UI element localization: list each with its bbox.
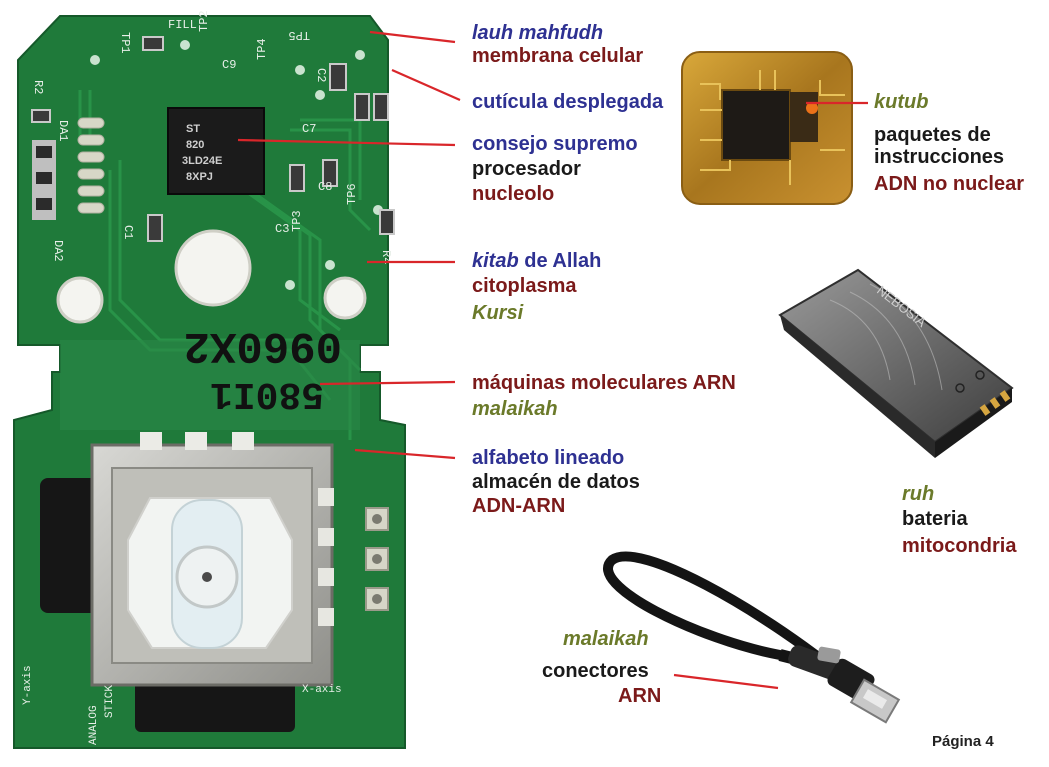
label-mitocondria: mitocondria xyxy=(902,535,1017,557)
chip-marking-2: 820 xyxy=(186,139,204,151)
pcb-image xyxy=(13,15,406,749)
silk-c3: C3 xyxy=(275,222,289,236)
label-malaikah-1: malaikah xyxy=(472,398,558,420)
silk-c1: C1 xyxy=(121,225,135,239)
silk-da1: DA1 xyxy=(56,120,70,142)
silk-tp3: TP3 xyxy=(290,210,304,232)
silk-c2: C2 xyxy=(314,68,328,82)
silk-tp4: TP4 xyxy=(255,38,269,60)
label-nucleolo: nucleolo xyxy=(472,183,555,205)
label-kutub: kutub xyxy=(874,91,929,113)
silk-stick: STICK xyxy=(104,685,116,718)
stamp-line-2: 580I1 xyxy=(210,372,324,415)
silk-tp2: TP2 xyxy=(197,10,211,32)
silk-tp6: TP6 xyxy=(345,183,359,205)
label-malaikah-2: malaikah xyxy=(563,628,649,650)
label-almacen-de-datos: almacén de datos xyxy=(472,471,640,493)
chip-marking-3: 3LD24E xyxy=(182,155,222,167)
silk-fill: FILL xyxy=(168,18,197,32)
leader-lines xyxy=(237,30,868,690)
page-number: Página 4 xyxy=(932,733,994,750)
silk-yaxis: Y-axis xyxy=(22,665,34,705)
label-conectores: conectores xyxy=(542,660,649,682)
label-alfabeto-lineado: alfabeto lineado xyxy=(472,447,625,469)
chip-image xyxy=(681,51,853,205)
silk-r4: R4 xyxy=(379,250,393,264)
label-ruh: ruh xyxy=(902,483,935,505)
silk-analog: ANALOG xyxy=(88,705,100,745)
stamp-line-1: 0960X2 xyxy=(184,320,342,370)
label-kitab-de-allah: kitab de Allah xyxy=(472,250,601,273)
label-procesador: procesador xyxy=(472,158,581,180)
label-arn: ARN xyxy=(618,685,662,707)
silk-tp5: TP5 xyxy=(288,28,310,42)
label-adn-arn: ADN-ARN xyxy=(472,495,566,517)
silk-xaxis: X-axis xyxy=(302,684,342,696)
label-adn-no-nuclear: ADN no nuclear xyxy=(874,173,1025,195)
label-lauh-mahfudh: lauh mahfudh xyxy=(472,22,604,44)
silk-c8: C8 xyxy=(318,180,332,194)
label-kursi: Kursi xyxy=(472,302,524,324)
chip-marking-4: 8XPJ xyxy=(186,171,213,183)
label-kitab: kitab xyxy=(472,250,519,272)
silk-da2: DA2 xyxy=(51,240,65,262)
label-membrana-celular: membrana celular xyxy=(472,45,644,67)
label-maquinas-moleculares: máquinas moleculares ARN xyxy=(472,372,736,394)
label-de-allah: de Allah xyxy=(518,250,602,272)
chip-marking-1: ST xyxy=(186,123,200,135)
battery-image: NEBOSIA xyxy=(778,268,1014,458)
label-paquetes-de: paquetes de xyxy=(874,124,991,146)
label-citoplasma: citoplasma xyxy=(472,275,577,297)
silk-c9: C9 xyxy=(222,58,236,72)
label-instrucciones: instrucciones xyxy=(874,146,1005,168)
cable-image xyxy=(603,551,901,724)
label-bateria: bateria xyxy=(902,508,968,530)
silk-tp1: TP1 xyxy=(118,32,132,54)
silk-r2: R2 xyxy=(31,80,45,94)
label-cuticula-desplegada: cutícula desplegada xyxy=(472,91,664,113)
silk-c7: C7 xyxy=(302,122,316,136)
label-consejo-supremo: consejo supremo xyxy=(472,133,638,155)
